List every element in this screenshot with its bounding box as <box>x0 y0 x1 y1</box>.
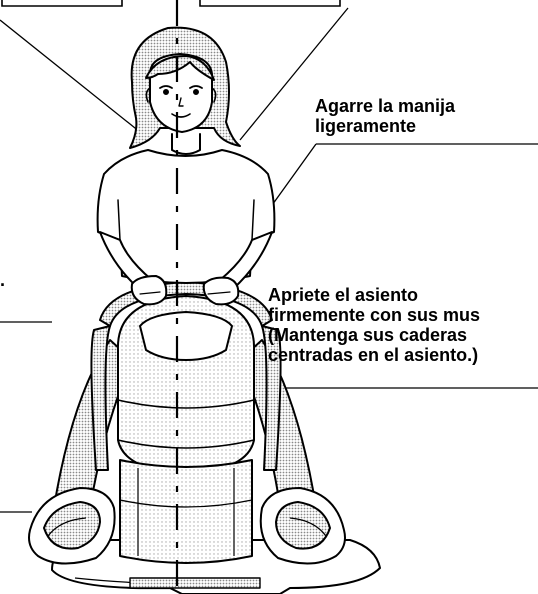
thighs-label-line-3: (Mantenga sus caderas <box>268 325 468 345</box>
handle-label-line-1: Agarre la manija <box>315 96 456 116</box>
left-label-fragment: . <box>0 270 6 290</box>
left-foot-wheel <box>28 487 116 565</box>
thighs-callout-label: Apriete el asiento firmemente con sus mu… <box>268 285 480 365</box>
thighs-label-line-2: firmemente con sus mus <box>268 305 481 325</box>
thighs-label-line-4: centradas en el asiento.) <box>268 345 479 365</box>
top-label-frames <box>1 0 341 7</box>
saddle-body <box>116 295 256 564</box>
right-foot-wheel <box>259 487 346 565</box>
thighs-label-line-1: Apriete el asiento <box>268 285 419 305</box>
handle-label-line-2: ligeramente <box>315 116 417 136</box>
handle-callout-label: Agarre la manija ligeramente <box>315 96 455 136</box>
sight-lines <box>0 7 349 141</box>
rider-figure <box>96 26 276 306</box>
